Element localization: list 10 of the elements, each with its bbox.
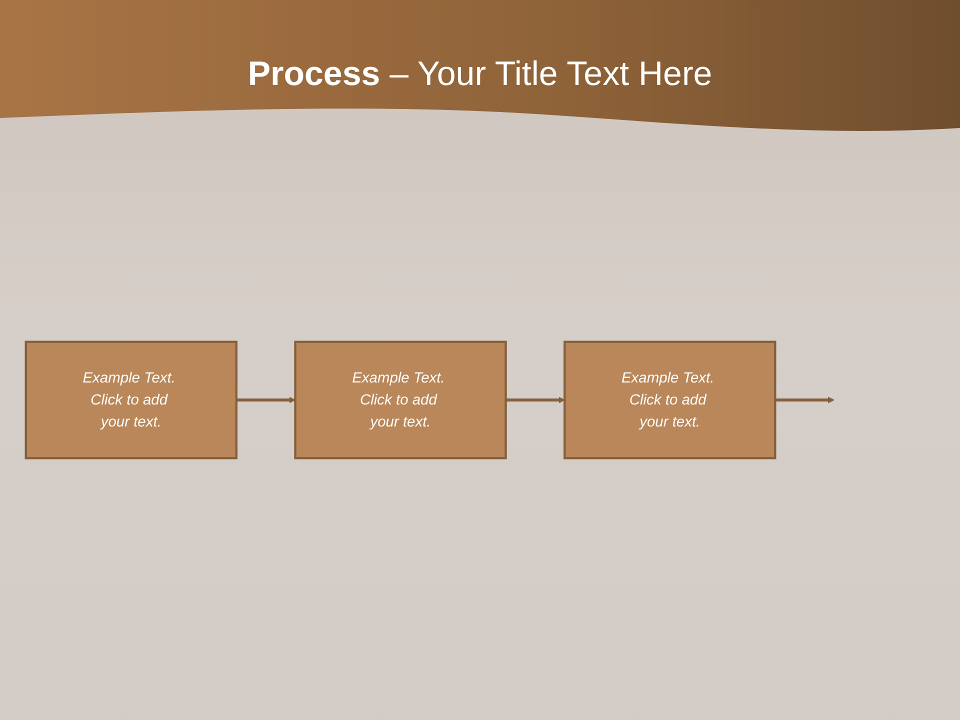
process-box <box>564 340 776 460</box>
process-box <box>294 340 507 460</box>
process-box <box>24 340 238 460</box>
title: Process – Your Title Text Here <box>246 54 714 95</box>
arrow <box>236 396 296 404</box>
box-text: Example Text. Click to add your text. <box>620 368 716 432</box>
box-text: Example Text. Click to add your text. <box>351 368 446 432</box>
arrow <box>775 396 834 404</box>
arrow <box>506 396 565 404</box>
box-text: Example Text. Click to add your text. <box>82 368 176 432</box>
